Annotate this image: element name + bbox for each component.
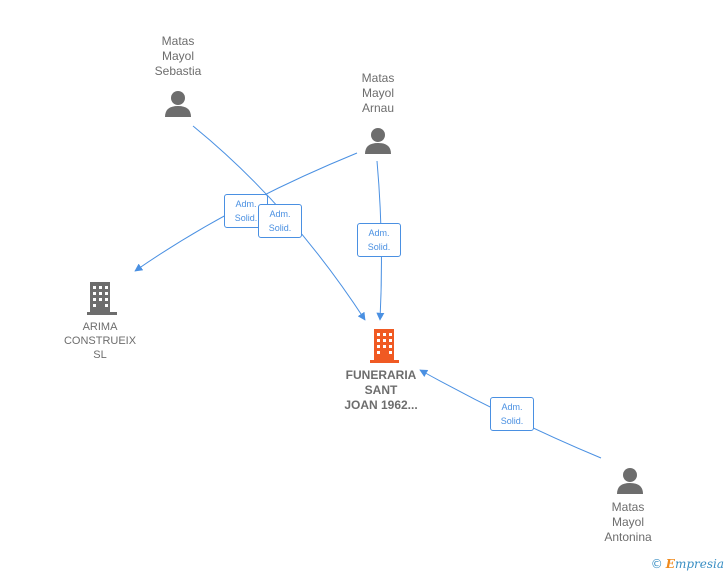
building-icon[interactable] — [370, 329, 399, 363]
node-label-sebastia[interactable]: Matas Mayol Sebastia — [154, 34, 202, 78]
person-icon[interactable] — [617, 468, 643, 494]
building-icon[interactable] — [87, 282, 117, 315]
node-label-arima[interactable]: ARIMA CONSTRUEIX SL — [63, 321, 137, 361]
node-label-funeraria[interactable]: FUNERARIA SANT JOAN 1962... — [344, 368, 418, 412]
copyright-logo: ©Empresia — [650, 557, 724, 571]
person-icon[interactable] — [165, 91, 191, 117]
node-label-arnau[interactable]: Matas Mayol Arnau — [361, 71, 395, 115]
edge-label-arnau-funeraria[interactable]: Adm. Solid. — [357, 223, 401, 257]
copyright-icon: © — [650, 557, 663, 571]
node-label-antonina[interactable]: Matas Mayol Antonina — [604, 500, 652, 544]
edge-label-antonina-funeraria[interactable]: Adm. Solid. — [490, 397, 534, 431]
person-icon[interactable] — [365, 128, 391, 154]
edge-label-sebastia-funeraria[interactable]: Adm. Solid. — [258, 204, 302, 238]
